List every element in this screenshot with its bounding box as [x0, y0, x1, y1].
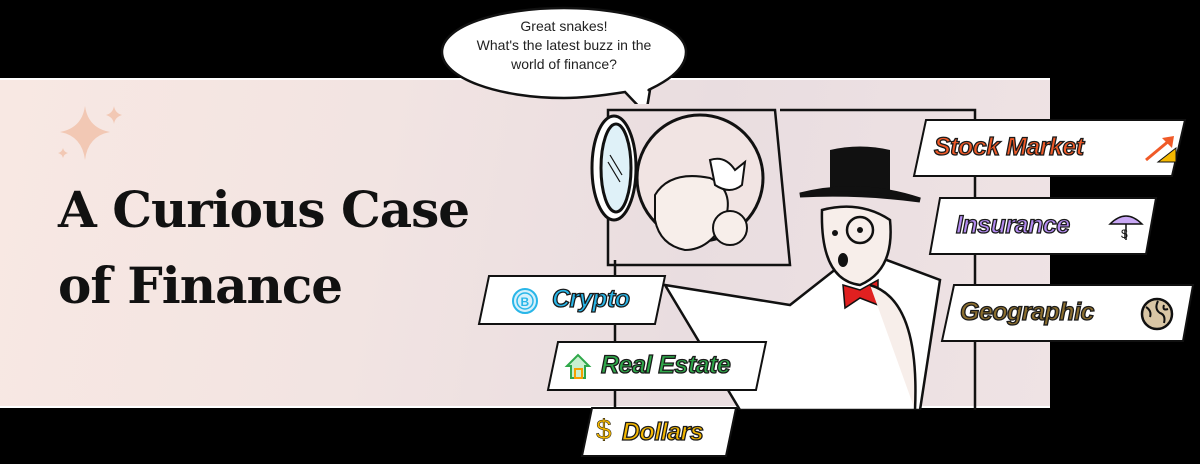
tag-label: Stock Market: [933, 132, 1084, 161]
tag-crypto[interactable]: B Crypto: [477, 274, 667, 332]
tag-real-estate[interactable]: Real Estate: [546, 340, 768, 398]
globe-icon: [1140, 297, 1174, 331]
svg-text:$: $: [1121, 227, 1128, 241]
title-line-2: of Finance: [58, 256, 343, 315]
tag-label: Crypto: [551, 284, 630, 313]
speech-bubble: [440, 6, 688, 104]
bubble-line-2: What's the latest buzz in the: [476, 37, 652, 53]
tag-geographic[interactable]: Geographic: [940, 283, 1195, 342]
bubble-line-3: world of finance?: [511, 56, 617, 72]
tag-label: Insurance: [955, 210, 1070, 239]
tag-dollars[interactable]: $ Dollars: [580, 406, 738, 464]
tag-insurance[interactable]: Insurance $: [928, 196, 1158, 255]
dollar-sign-icon: $: [596, 414, 612, 446]
house-icon: [564, 353, 592, 379]
svg-text:B: B: [521, 295, 530, 309]
bubble-line-1: Great snakes!: [520, 18, 608, 34]
trending-up-chart-icon: [1145, 136, 1177, 163]
tag-stock-market[interactable]: Stock Market: [912, 118, 1187, 177]
tag-label: Dollars: [621, 417, 704, 446]
tag-label: Geographic: [959, 297, 1095, 326]
page-title: A Curious Case of Finance: [58, 172, 470, 324]
sparkle-icon: [58, 106, 122, 160]
speech-bubble-text: Great snakes! What's the latest buzz in …: [452, 17, 676, 74]
tag-label: Real Estate: [600, 350, 731, 379]
umbrella-dollar-icon: $: [1108, 215, 1144, 241]
bitcoin-icon: B: [512, 288, 538, 314]
title-line-1: A Curious Case: [58, 180, 470, 239]
